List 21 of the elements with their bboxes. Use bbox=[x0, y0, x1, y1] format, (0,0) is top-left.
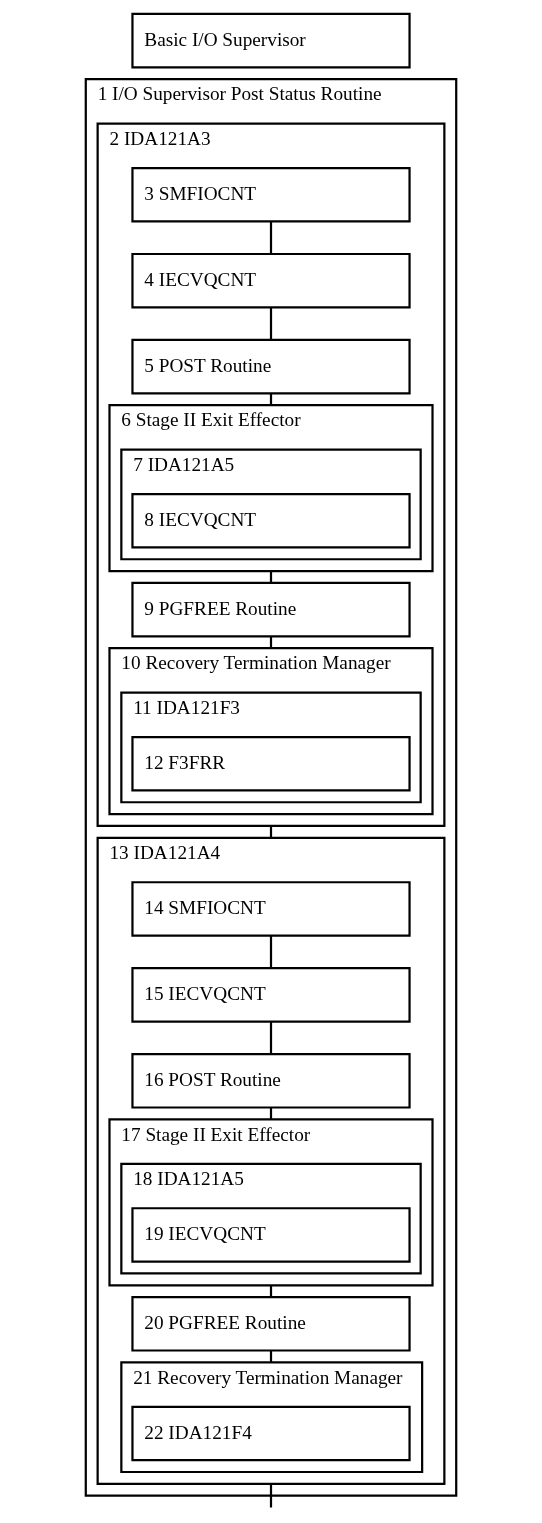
node-box: 22 IDA121F4 bbox=[131, 1405, 411, 1462]
connector bbox=[269, 825, 273, 838]
node-box: 12 F3FRR bbox=[131, 735, 411, 792]
connector bbox=[269, 1483, 273, 1508]
node-box: 5 POST Routine bbox=[131, 338, 411, 395]
connector bbox=[269, 571, 273, 583]
node-box: 16 POST Routine bbox=[131, 1053, 411, 1109]
node-box: 15 IECVQCNT bbox=[131, 967, 411, 1023]
connector bbox=[269, 221, 273, 254]
connector bbox=[269, 1285, 273, 1297]
node-box: 20 PGFREE Routine bbox=[131, 1296, 411, 1352]
node-box: 8 IECVQCNT bbox=[131, 492, 411, 549]
node-box: 3 SMFIOCNT bbox=[131, 166, 411, 223]
connector bbox=[269, 935, 273, 969]
connector bbox=[269, 1021, 273, 1055]
node-box: 4 IECVQCNT bbox=[131, 252, 411, 309]
node-box: 19 IECVQCNT bbox=[131, 1207, 411, 1263]
node-box: 14 SMFIOCNT bbox=[131, 881, 411, 937]
node-box: 9 PGFREE Routine bbox=[131, 581, 411, 638]
node-box: Basic I/O Supervisor bbox=[131, 12, 411, 69]
connector bbox=[269, 307, 273, 340]
